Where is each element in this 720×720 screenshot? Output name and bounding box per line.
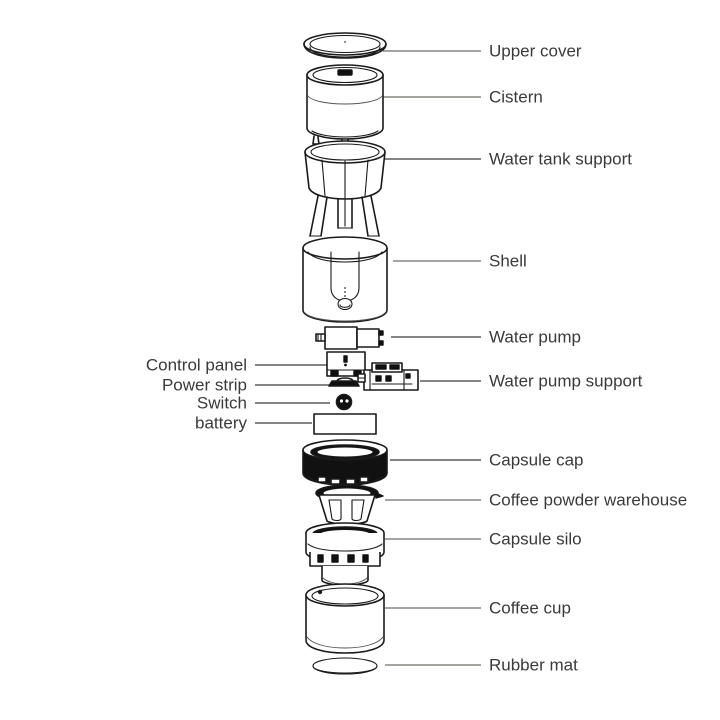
part-water-pump-support (357, 362, 419, 391)
label-coffee-cup: Coffee cup (489, 598, 571, 618)
label-shell: Shell (489, 251, 527, 271)
leader-lines-right (383, 50, 481, 666)
label-water-pump: Water pump (489, 327, 581, 347)
label-battery: battery (195, 413, 247, 433)
label-coffee-powder-warehouse: Coffee powder warehouse (489, 490, 688, 510)
part-capsule-cap (302, 439, 388, 486)
part-rubber-mat (312, 657, 378, 675)
part-cistern (306, 64, 384, 148)
label-water-tank-support: Water tank support (489, 149, 632, 169)
label-water-pump-support: Water pump support (489, 371, 643, 391)
part-coffee-powder-warehouse (315, 484, 384, 525)
part-coffee-cup (305, 583, 385, 654)
label-capsule-silo: Capsule silo (489, 529, 582, 549)
label-cistern: Cistern (489, 87, 543, 107)
leader-lines-left (255, 364, 330, 424)
label-switch: Switch (196, 393, 247, 413)
part-power-strip (328, 377, 360, 387)
label-rubber-mat: Rubber mat (489, 655, 578, 675)
part-shell (302, 236, 388, 323)
part-switch (335, 393, 353, 411)
part-upper-cover (303, 32, 387, 59)
part-battery (313, 413, 377, 435)
part-control-panel (326, 351, 366, 377)
part-water-pump (315, 326, 384, 350)
part-water-tank-support (304, 140, 386, 237)
part-capsule-silo (305, 522, 385, 586)
label-power-strip: Power strip (161, 375, 247, 395)
label-control-panel: Control panel (145, 355, 247, 375)
label-upper-cover: Upper cover (489, 41, 582, 61)
label-capsule-cap: Capsule cap (489, 450, 584, 470)
